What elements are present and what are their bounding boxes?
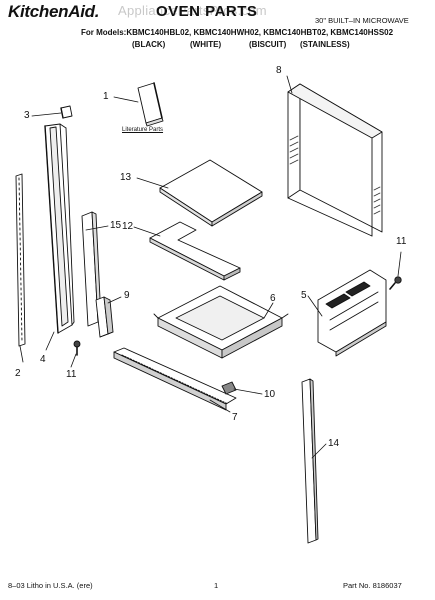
callout-11-left: 11 xyxy=(66,369,77,380)
page-title: OVEN PARTS xyxy=(156,3,258,20)
part-screw-left xyxy=(73,340,81,356)
callout-13: 13 xyxy=(120,172,132,183)
footer-part-number: Part No. 8186037 xyxy=(343,581,402,590)
part-clip xyxy=(60,105,73,119)
callout-6: 6 xyxy=(270,293,276,304)
part-side-plate xyxy=(317,269,387,357)
part-screw-right xyxy=(389,276,402,290)
callout-11-right: 11 xyxy=(396,236,407,247)
part-bottom-trim xyxy=(113,347,237,411)
finish-black: (BLACK) xyxy=(132,40,166,49)
callout-5: 5 xyxy=(301,290,307,301)
part-side-trim xyxy=(44,123,75,334)
watermark: AppliancePartsPros.com xyxy=(118,3,267,18)
literature-parts-label: Literature Parts xyxy=(122,127,164,133)
part-trim-clip xyxy=(221,381,237,395)
part-small-bracket xyxy=(95,296,114,338)
callout-14: 14 xyxy=(328,438,340,449)
part-literature-booklet xyxy=(137,82,164,127)
leader-lines xyxy=(19,75,402,459)
callout-12: 12 xyxy=(122,221,134,232)
callout-8: 8 xyxy=(276,65,282,76)
model-list: For Models:KBMC140HBL02, KBMC140HWH02, K… xyxy=(81,28,394,37)
part-vertical-strip xyxy=(15,173,26,347)
callout-10: 10 xyxy=(264,389,276,400)
callout-2: 2 xyxy=(15,368,21,379)
footer-litho: 8–03 Litho in U.S.A. (ere) xyxy=(8,581,93,590)
finish-white: (WHITE) xyxy=(190,40,222,49)
product-subtitle: 30" BUILT–IN MICROWAVE xyxy=(315,16,409,25)
callout-1: 1 xyxy=(103,91,109,102)
part-long-strip xyxy=(301,378,319,544)
callout-15: 15 xyxy=(110,220,122,231)
part-wrapper-panel xyxy=(287,83,383,237)
callout-3: 3 xyxy=(24,110,30,121)
finish-stainless: (STAINLESS) xyxy=(300,40,350,49)
callout-9: 9 xyxy=(124,290,130,301)
finish-biscuit: (BISCUIT) xyxy=(249,40,287,49)
part-tray xyxy=(153,285,289,359)
callout-7: 7 xyxy=(232,412,238,423)
callout-4: 4 xyxy=(40,354,46,365)
part-l-guide xyxy=(149,221,241,281)
part-shelf xyxy=(159,159,263,227)
footer-page-number: 1 xyxy=(214,581,219,590)
brand-logo: KitchenAid. xyxy=(8,2,100,21)
